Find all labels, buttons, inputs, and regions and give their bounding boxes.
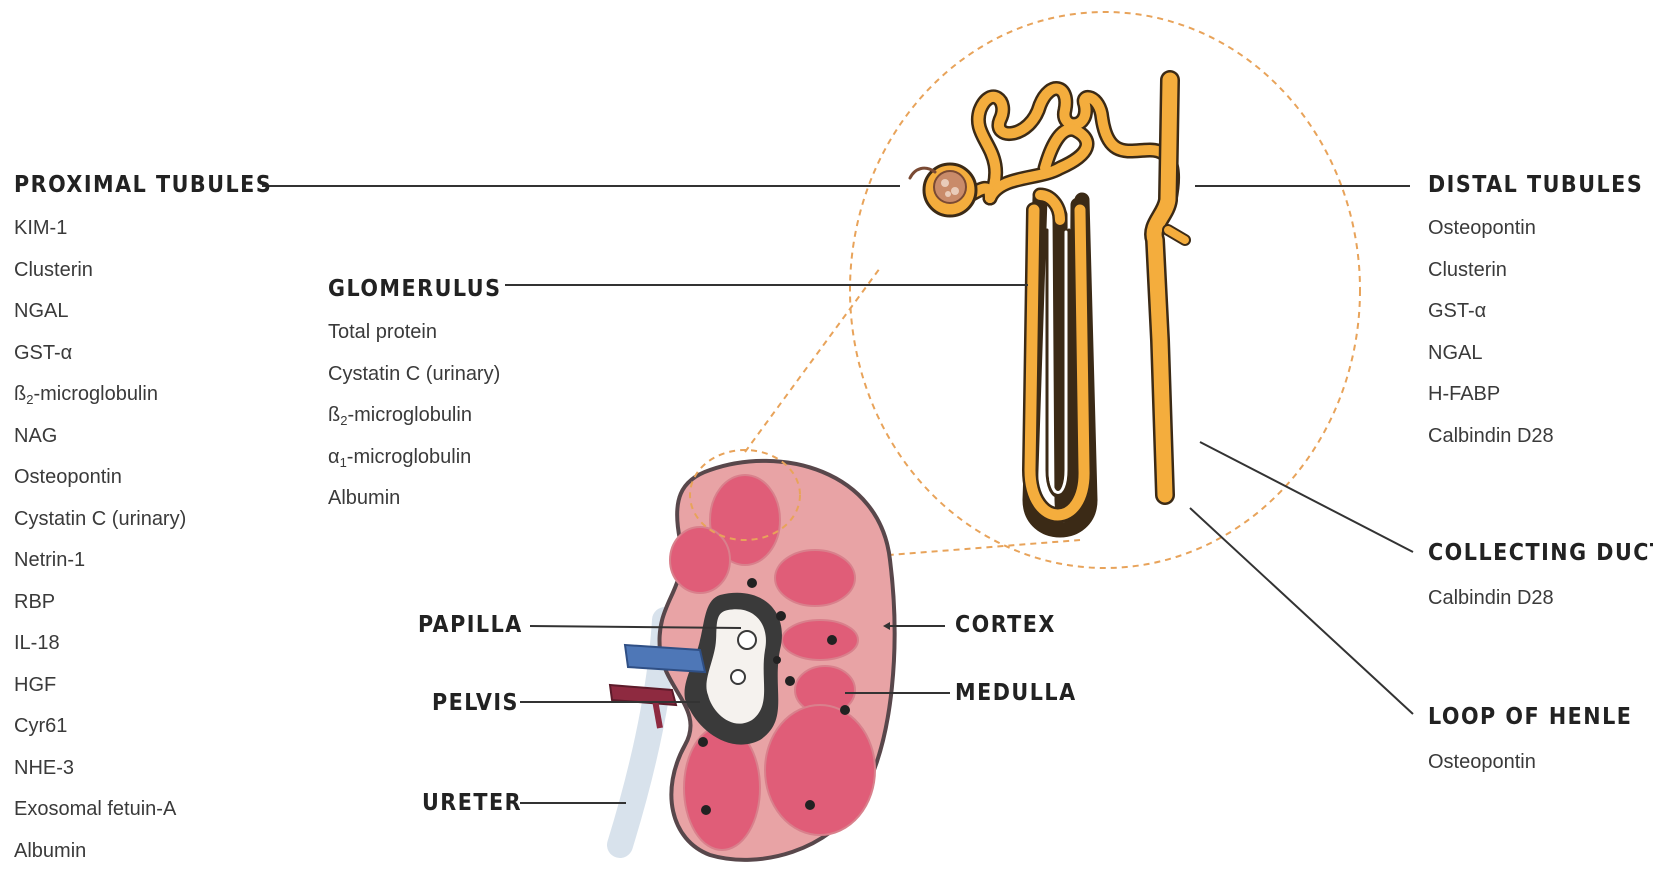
biomarker-name: Cystatin C (urinary) [328, 363, 500, 385]
loop-of-henle-heading: LOOP OF HENLE [1428, 704, 1632, 730]
biomarker-item: Osteopontin [14, 457, 186, 499]
biomarker-item: Cyr61 [14, 706, 186, 748]
biomarker-item: NGAL [14, 291, 186, 333]
biomarker-item: ß2-microglobulin [328, 395, 500, 437]
biomarker-name: Osteopontin [1428, 751, 1536, 773]
papilla-label: PAPILLA [418, 612, 523, 638]
collecting-duct-heading: COLLECTING DUCT [1428, 540, 1653, 566]
biomarker-name-suffix: -microglobulin [347, 446, 472, 468]
biomarker-name: Calbindin D28 [1428, 587, 1554, 609]
biomarker-name: Osteopontin [14, 466, 122, 488]
proximal-tubules-heading: PROXIMAL TUBULES [14, 172, 272, 198]
biomarker-name: Osteopontin [1428, 217, 1536, 239]
biomarker-item: Calbindin D28 [1428, 416, 1554, 458]
biomarker-item: Cystatin C (urinary) [328, 354, 500, 396]
biomarker-name: Netrin-1 [14, 549, 85, 571]
biomarker-name: Albumin [328, 487, 400, 509]
biomarker-name: ß [328, 404, 340, 426]
biomarker-item: Osteopontin [1428, 208, 1554, 250]
zoom-line-left [745, 268, 880, 452]
pelvis-label: PELVIS [432, 690, 519, 716]
biomarker-name: H-FABP [1428, 383, 1500, 405]
biomarker-item: Exosomal fetuin-A [14, 789, 186, 831]
biomarker-item: Total protein [328, 312, 500, 354]
biomarker-name: Total protein [328, 321, 437, 343]
biomarker-name: RBP [14, 591, 55, 613]
loop-of-henle-biomarker-list: Osteopontin [1428, 742, 1536, 784]
medulla-label: MEDULLA [955, 680, 1077, 706]
ureter-label: URETER [422, 790, 522, 816]
biomarker-item: α1-microglobulin [328, 437, 500, 479]
biomarker-name: α [328, 446, 340, 468]
biomarker-name-suffix: -microglobulin [33, 383, 158, 405]
biomarker-name-suffix: -microglobulin [347, 404, 472, 426]
subscript: 1 [340, 455, 347, 470]
biomarker-name: Clusterin [1428, 259, 1507, 281]
biomarker-name: IL-18 [14, 632, 60, 654]
glomerulus-heading: GLOMERULUS [328, 276, 501, 302]
biomarker-item: Calbindin D28 [1428, 578, 1554, 620]
biomarker-name: Exosomal fetuin-A [14, 798, 176, 820]
biomarker-name: KIM-1 [14, 217, 67, 239]
biomarker-name: NGAL [14, 300, 68, 322]
biomarker-name: NAG [14, 425, 57, 447]
biomarker-name: Clusterin [14, 259, 93, 281]
biomarker-item: Cystatin C (urinary) [14, 499, 186, 541]
leader-collecting-duct [1200, 442, 1413, 552]
biomarker-item: Clusterin [1428, 250, 1554, 292]
biomarker-name: Calbindin D28 [1428, 425, 1554, 447]
biomarker-item: IL-18 [14, 623, 186, 665]
biomarker-name: Cystatin C (urinary) [14, 508, 186, 530]
distal-tubules-heading: DISTAL TUBULES [1428, 172, 1643, 198]
biomarker-name: GST-α [1428, 300, 1486, 322]
biomarker-name: NHE-3 [14, 757, 74, 779]
collecting-duct-biomarker-list: Calbindin D28 [1428, 578, 1554, 620]
nephron [910, 80, 1185, 530]
biomarker-name: ß [14, 383, 26, 405]
biomarker-name: GST-α [14, 342, 72, 364]
biomarker-item: GST-α [14, 333, 186, 375]
biomarker-name: Albumin [14, 840, 86, 862]
biomarker-item: RBP [14, 582, 186, 624]
biomarker-name: NGAL [1428, 342, 1482, 364]
biomarker-item: ß2-microglobulin [14, 374, 186, 416]
biomarker-item: Netrin-1 [14, 540, 186, 582]
biomarker-item: GST-α [1428, 291, 1554, 333]
biomarker-item: Osteopontin [1428, 742, 1536, 784]
biomarker-item: Clusterin [14, 250, 186, 292]
biomarker-item: NGAL [1428, 333, 1554, 375]
biomarker-item: Albumin [14, 831, 186, 873]
leader-loop-of-henle [1190, 508, 1413, 714]
cortex-label: CORTEX [955, 612, 1056, 638]
biomarker-item: KIM-1 [14, 208, 186, 250]
biomarker-item: H-FABP [1428, 374, 1554, 416]
biomarker-name: Cyr61 [14, 715, 67, 737]
biomarker-item: NHE-3 [14, 748, 186, 790]
biomarker-item: Albumin [328, 478, 500, 520]
biomarker-name: HGF [14, 674, 56, 696]
biomarker-item: NAG [14, 416, 186, 458]
biomarker-item: HGF [14, 665, 186, 707]
kidney-cross-section [610, 450, 895, 860]
